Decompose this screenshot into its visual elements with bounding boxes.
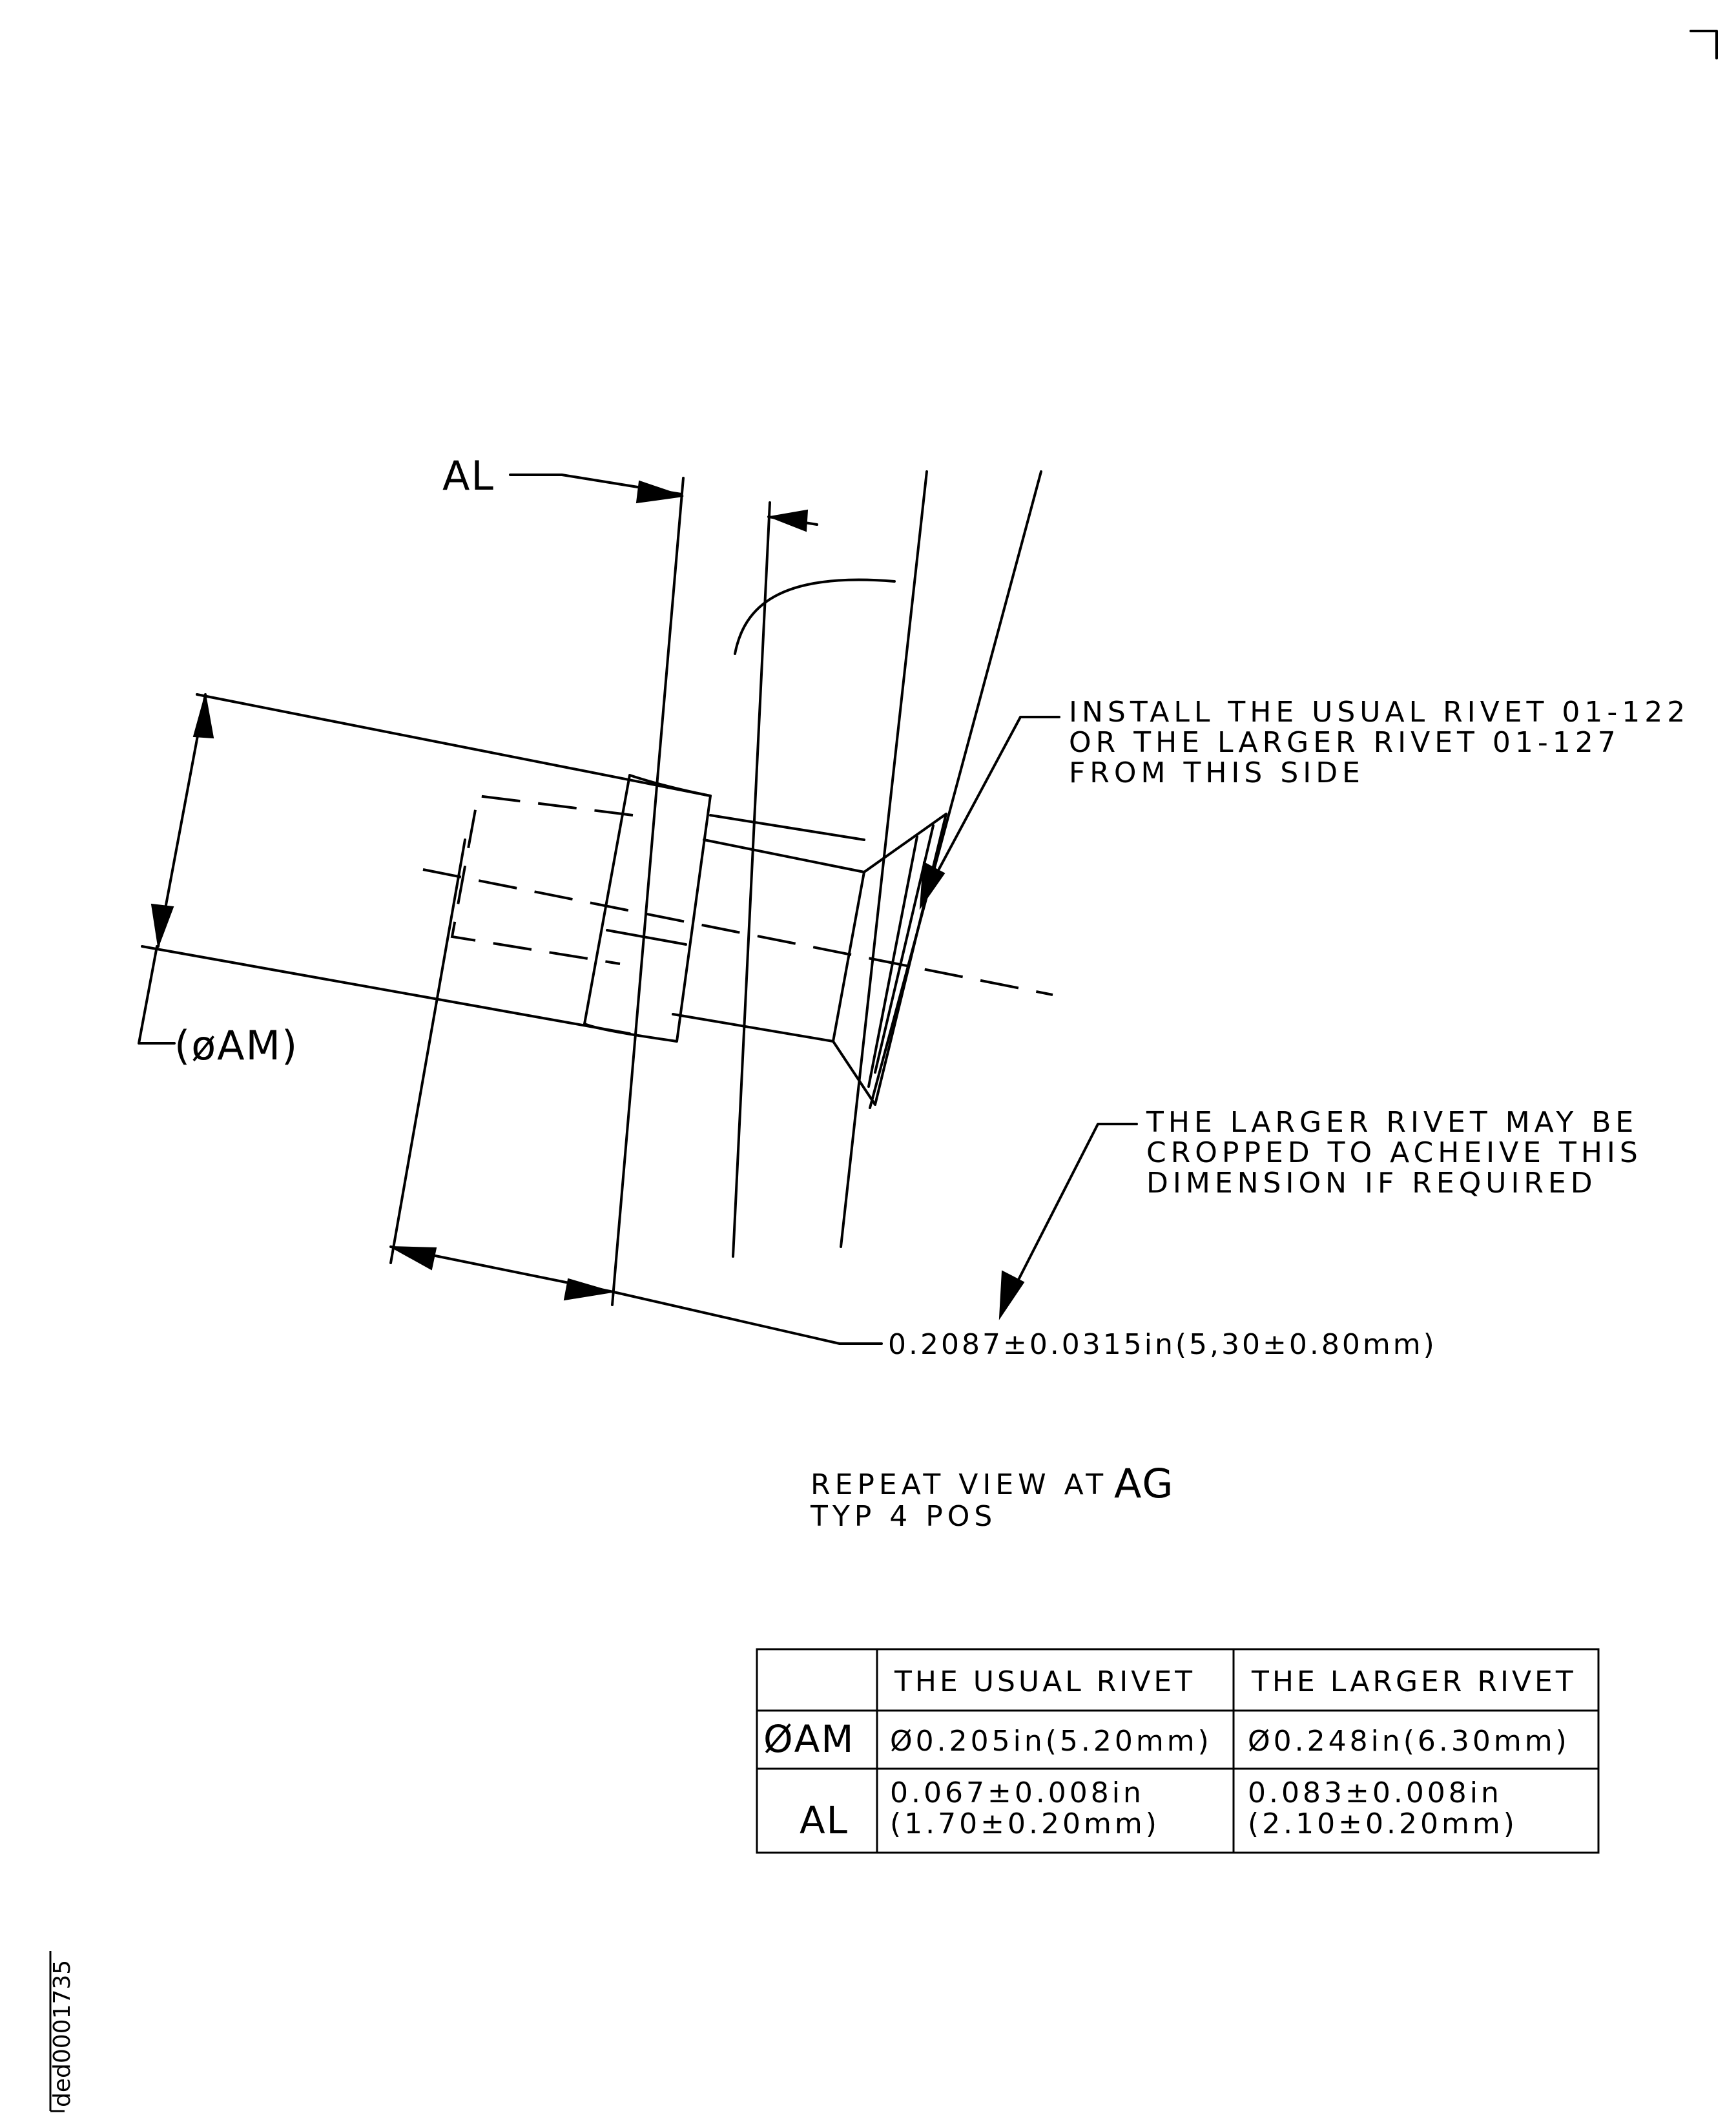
larger-note-line-2: CROPPED TO ACHEIVE THIS bbox=[1146, 1136, 1642, 1169]
table-row-al-usual-2: (1.70±0.20mm) bbox=[890, 1807, 1160, 1840]
table-row-al-larger-1: 0.083±0.008in bbox=[1248, 1776, 1502, 1809]
panel-line-2 bbox=[732, 501, 771, 1258]
larger-note-arrow bbox=[998, 1270, 1025, 1320]
repeat-view-ref: AG bbox=[1114, 1460, 1174, 1507]
rivet-dome-head bbox=[734, 578, 896, 655]
larger-note-leader bbox=[1001, 1123, 1138, 1313]
repeat-view-label: REPEAT VIEW AT bbox=[811, 1468, 1108, 1501]
rivet-body bbox=[672, 838, 865, 1043]
install-note-line-1: INSTALL THE USUAL RIVET 01-122 bbox=[1069, 696, 1690, 729]
table-row-al-usual-1: 0.067±0.008in bbox=[890, 1776, 1144, 1809]
rivet-centerline bbox=[422, 868, 1053, 996]
table-row-am-larger: Ø0.248in(6.30mm) bbox=[1248, 1725, 1570, 1758]
phantom-rivet-outline bbox=[450, 794, 634, 965]
install-note-arrow bbox=[919, 861, 946, 910]
am-leader bbox=[138, 945, 176, 1045]
table-row-al-larger-2: (2.10±0.20mm) bbox=[1248, 1807, 1518, 1840]
install-note-leader bbox=[922, 716, 1060, 899]
al-arrow bbox=[636, 480, 684, 504]
table-row-am-usual: Ø0.205in(5.20mm) bbox=[890, 1725, 1212, 1758]
am-extension-top bbox=[196, 693, 712, 797]
extension-line-left bbox=[389, 838, 466, 1264]
countersink-inner-1 bbox=[867, 835, 918, 1088]
panel-line-1 bbox=[611, 477, 685, 1306]
table-header-usual: THE USUAL RIVET bbox=[894, 1665, 1195, 1698]
overall-arrow-right bbox=[563, 1278, 613, 1301]
rivet-countersink-head bbox=[832, 813, 947, 1106]
label-am: (øAM) bbox=[174, 1022, 298, 1069]
overall-arrow-left bbox=[390, 1246, 437, 1271]
am-arrow-top bbox=[192, 694, 214, 739]
larger-note-line-3: DIMENSION IF REQUIRED bbox=[1146, 1167, 1597, 1200]
am-arrow-bottom bbox=[150, 903, 174, 949]
table-row-am-key: ØAM bbox=[763, 1717, 854, 1761]
am-extension-bottom bbox=[141, 945, 631, 1035]
table-header-larger: THE LARGER RIVET bbox=[1251, 1665, 1576, 1698]
rivet-shank-edge bbox=[606, 929, 687, 946]
panel-flank-line bbox=[709, 814, 865, 841]
panel-line-4 bbox=[869, 470, 1042, 1109]
drawing-id-block: ded0001735 bbox=[49, 1951, 76, 2112]
overall-dimension-label: 0.2087±0.0315in(5,30±0.80mm) bbox=[888, 1328, 1437, 1361]
table-row-al-key: AL bbox=[800, 1798, 849, 1842]
overall-dimension-line bbox=[389, 1245, 883, 1345]
install-note-line-2: OR THE LARGER RIVET 01-127 bbox=[1069, 726, 1620, 759]
label-al: AL bbox=[442, 452, 495, 499]
drawing-id: ded0001735 bbox=[49, 1960, 76, 2107]
corner-mark bbox=[1690, 30, 1718, 59]
rivet-dimension-table: THE USUAL RIVET THE LARGER RIVET ØAM Ø0.… bbox=[756, 1648, 1600, 1854]
al-arrow-right bbox=[767, 509, 809, 532]
larger-note-line-1: THE LARGER RIVET MAY BE bbox=[1146, 1106, 1638, 1139]
install-note-line-3: FROM THIS SIDE bbox=[1069, 756, 1365, 789]
typ-label: TYP 4 POS bbox=[810, 1500, 997, 1533]
